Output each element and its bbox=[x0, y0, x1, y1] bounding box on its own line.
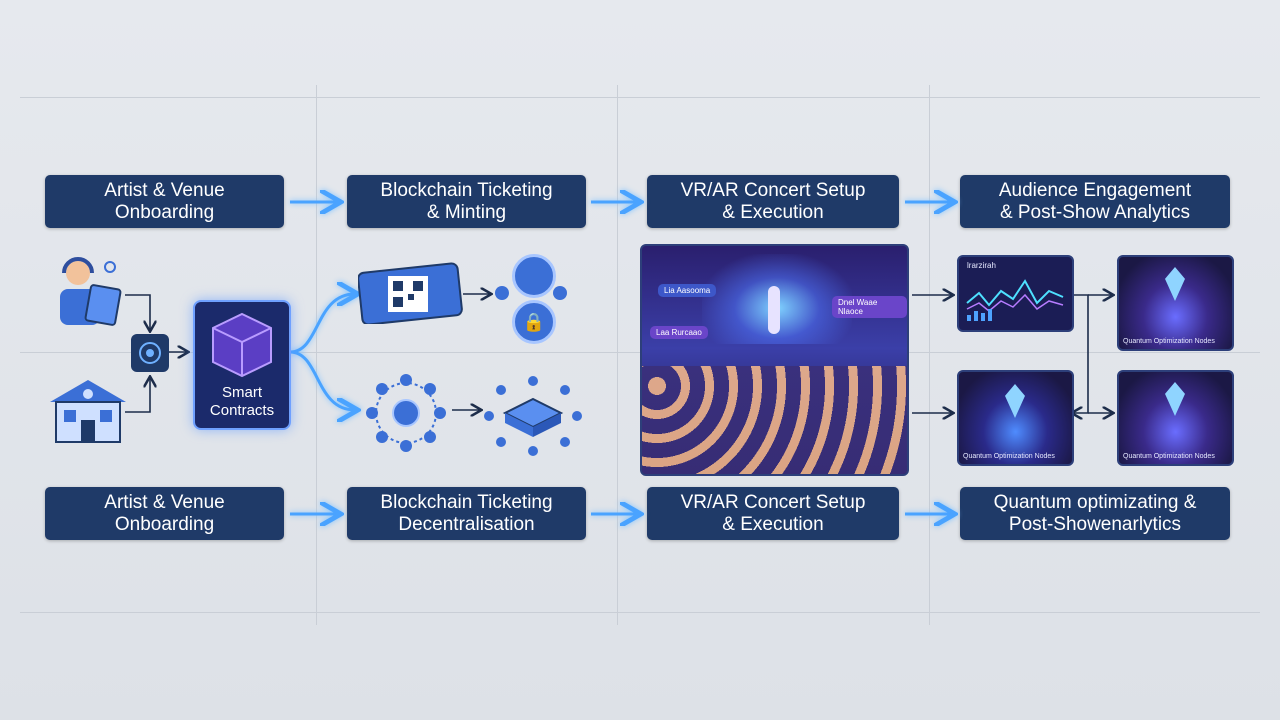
stage-label-artist-venue-bottom: Artist & Venue Onboarding bbox=[45, 487, 284, 540]
blockchain-cube-icon bbox=[212, 312, 272, 378]
stage-label-vrar-bottom: VR/AR Concert Setup & Execution bbox=[647, 487, 899, 540]
quantum-node-label: Quantum Optimization Nodes bbox=[963, 453, 1055, 460]
lock-icon: 🔒 bbox=[512, 300, 556, 344]
stage-label-ticketing-bottom: Blockchain Ticketing Decentralisation bbox=[347, 487, 586, 540]
quantum-node-panel: Quantum Optimization Nodes bbox=[957, 370, 1074, 466]
chat-bubble: Dnel Waae Nlaoce bbox=[832, 296, 907, 318]
stage-label-vrar-top: VR/AR Concert Setup & Execution bbox=[647, 175, 899, 228]
node-icon bbox=[553, 286, 567, 300]
stage-label-ticketing-top: Blockchain Ticketing & Minting bbox=[347, 175, 586, 228]
crystal-icon bbox=[1165, 267, 1185, 301]
line-chart-icon bbox=[966, 279, 1064, 321]
stage-label-artist-venue-top: Artist & Venue Onboarding bbox=[45, 175, 284, 228]
analytics-title: lrarzirah bbox=[967, 261, 996, 270]
artist-icon bbox=[60, 257, 122, 326]
decentralised-network-icon bbox=[366, 374, 446, 452]
node-icon bbox=[495, 286, 509, 300]
quantum-node-label: Quantum Optimization Nodes bbox=[1123, 338, 1215, 345]
performer-figure bbox=[768, 286, 780, 334]
chat-bubble: Laa Rurcaao bbox=[650, 326, 708, 339]
stage-label-engagement-top: Audience Engagement & Post-Show Analytic… bbox=[960, 175, 1230, 228]
quantum-node-panel: Quantum Optimization Nodes bbox=[1117, 370, 1234, 466]
concert-scene-image: Lia Aasooma Laa Rurcaao Dnel Waae Nlaoce bbox=[640, 244, 909, 476]
quantum-node-label: Quantum Optimization Nodes bbox=[1123, 453, 1215, 460]
grid-line-col2 bbox=[617, 85, 618, 625]
grid-line-col3 bbox=[929, 85, 930, 625]
merge-node-icon bbox=[131, 334, 169, 372]
quantum-node-panel: Quantum Optimization Nodes bbox=[1117, 255, 1234, 351]
venue-building-icon bbox=[50, 380, 126, 443]
crystal-icon bbox=[1005, 384, 1025, 418]
grid-line-bottom bbox=[20, 612, 1260, 613]
analytics-dashboard: lrarzirah bbox=[957, 255, 1074, 332]
distributed-ledger-icon bbox=[484, 376, 582, 456]
crystal-icon bbox=[1165, 382, 1185, 416]
stage-label-quantum-bottom: Quantum optimizating & Post-Showenarlyti… bbox=[960, 487, 1230, 540]
shield-icon bbox=[512, 254, 556, 298]
nft-ticket-icon bbox=[358, 262, 463, 324]
grid-line-top bbox=[20, 97, 1260, 98]
crowd bbox=[642, 366, 907, 474]
smart-contracts-box: Smart Contracts bbox=[193, 300, 291, 430]
smart-contracts-label: Smart Contracts bbox=[209, 384, 275, 419]
chat-bubble: Lia Aasooma bbox=[658, 284, 717, 297]
grid-line-col1 bbox=[316, 85, 317, 625]
